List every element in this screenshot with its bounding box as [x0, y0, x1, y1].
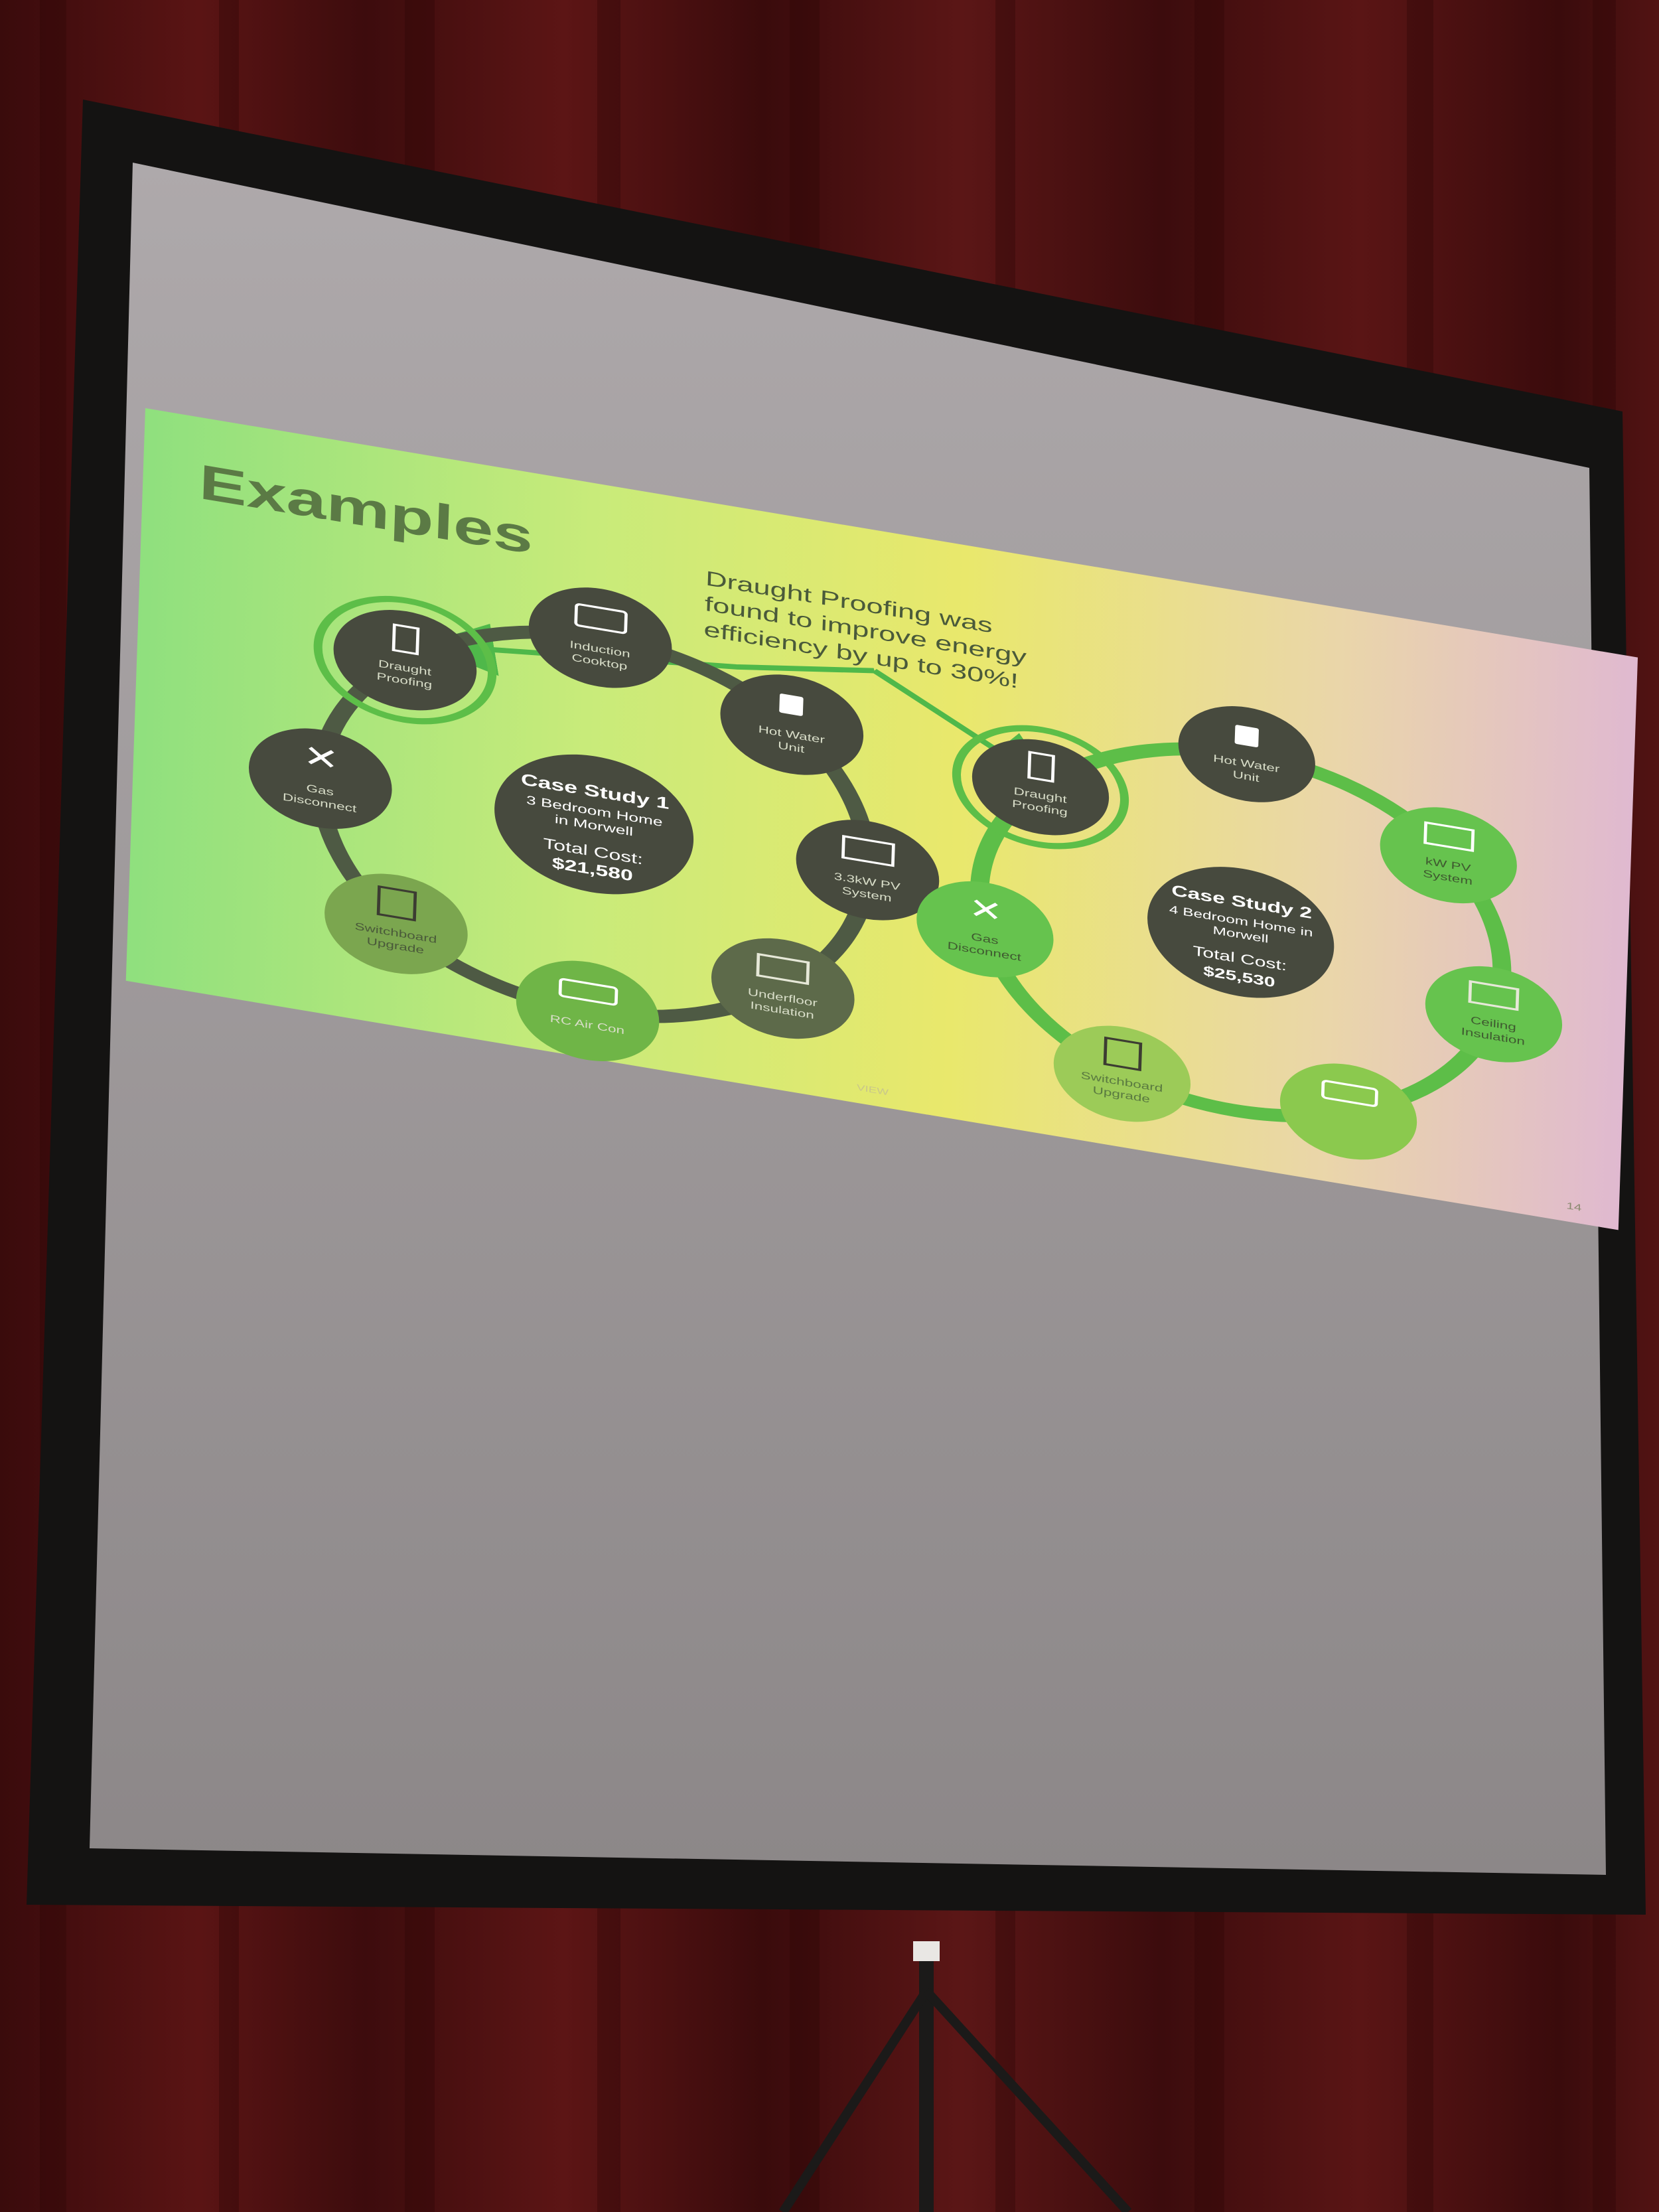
- insulation-icon: [756, 952, 810, 986]
- case-2-node-draught-proofing: Draught Proofing: [952, 725, 1129, 849]
- case-1-node-gas-disconnect: ✕ Gas Disconnect: [248, 728, 392, 829]
- mug-icon: [779, 694, 804, 716]
- case-2-node-gas-disconnect: ✕ Gas Disconnect: [916, 881, 1054, 978]
- air-con-icon: [558, 978, 618, 1006]
- mug-icon: [1234, 725, 1259, 747]
- case-2-node-air-con: [1279, 1063, 1417, 1160]
- case-1-node-pv-system: 3.3kW PV System: [796, 820, 940, 921]
- door-icon: [1027, 751, 1055, 783]
- case-1-node-underfloor-insulation: Underfloor Insulation: [711, 938, 855, 1039]
- case-1-node-draught-proofing: Draught Proofing: [313, 595, 497, 725]
- switchboard-icon: [376, 885, 417, 922]
- cooktop-icon: [574, 603, 628, 634]
- case-study-1-diagram: Case Study 1 3 Bedroom Home in Morwell T…: [248, 587, 940, 1061]
- case-1-center: [494, 754, 694, 895]
- case-1-node-switchboard: Switchboard Upgrade: [325, 873, 468, 974]
- case-1-node-induction-cooktop: Induction Cooktop: [528, 587, 672, 688]
- slide: Examples Draught Proofing was found to i…: [125, 408, 1638, 1230]
- case-2-node-pv-system: kW PV System: [1380, 807, 1517, 904]
- tripod: [779, 1941, 1132, 2212]
- switchboard-icon: [1103, 1036, 1143, 1072]
- insulation-icon: [1468, 980, 1520, 1011]
- case-2-node-ceiling-insulation: Ceiling Insulation: [1425, 966, 1563, 1063]
- case-2-node-hot-water: Hot Water Unit: [1178, 706, 1315, 802]
- solar-panel-icon: [1423, 821, 1475, 852]
- case-2-node-switchboard: Switchboard Upgrade: [1053, 1025, 1191, 1122]
- case-study-2-diagram: Case Study 2 4 Bedroom Home in Morwell T…: [916, 706, 1563, 1160]
- case-2-center: [1147, 867, 1334, 998]
- slide-page-number: 14: [1566, 1200, 1582, 1213]
- no-gas-icon: ✕: [302, 738, 340, 778]
- solar-panel-icon: [841, 834, 895, 867]
- air-con-icon: [1321, 1080, 1378, 1107]
- door-icon: [392, 623, 420, 656]
- no-gas-icon: ✕: [968, 891, 1004, 929]
- case-1-node-hot-water: Hot Water Unit: [720, 674, 864, 775]
- case-1-node-air-con: RC Air Con: [516, 960, 660, 1061]
